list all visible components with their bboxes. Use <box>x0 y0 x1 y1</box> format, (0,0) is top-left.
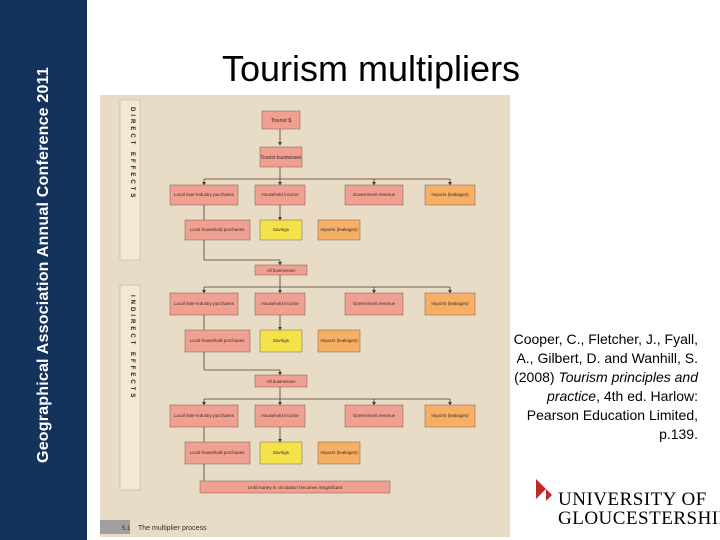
direct-savings-text: Savings <box>273 227 290 232</box>
indirect-sub-imports-text-2: Imports (leakages) <box>320 450 358 455</box>
indirect-interindustry-text-1: Local inter-industry purchases <box>174 301 235 306</box>
multiplier-diagram: Tourist $ Tourist businesses Local inter… <box>100 95 510 537</box>
indirect-subrow-2: Local household purchases Savings Import… <box>185 442 360 464</box>
slide-title: Tourism multipliers <box>222 48 520 90</box>
indirect-effects-label: INDIRECT EFFECTS <box>129 295 135 400</box>
indirect-government-text-1: Government revenue <box>353 301 396 306</box>
direct-subrow: Local household purchases Savings Import… <box>185 220 360 240</box>
direct-household-text: Household income <box>261 192 299 197</box>
direct-row: Local inter-industry purchases Household… <box>170 185 475 205</box>
indirect-savings-text-1: Savings <box>273 338 290 343</box>
sidebar: Geographical Association Annual Conferen… <box>0 0 87 540</box>
university-logo: UNIVERSITY OF GLOUCESTERSHIRE <box>530 477 715 532</box>
caption-text: The multiplier process <box>138 525 207 532</box>
indirect-local-household-text-2: Local household purchases <box>190 450 246 455</box>
indirect-savings-text-2: Savings <box>273 450 290 455</box>
until-insignificant-text: Until money in circulation becomes insig… <box>248 485 343 490</box>
direct-imports-text: Imports (leakages) <box>431 192 469 197</box>
all-businesses-text-2: All businesses <box>267 379 297 384</box>
indirect-subrow-1: Local household purchases Savings Import… <box>185 330 360 352</box>
sidebar-title: Geographical Association Annual Conferen… <box>35 67 53 463</box>
logo-line-2: GLOUCESTERSHIRE <box>558 508 720 530</box>
indirect-interindustry-text-2: Local inter-industry purchases <box>174 413 235 418</box>
direct-sub-imports-text: Imports (leakages) <box>320 227 358 232</box>
indirect-row-1: Local inter-industry purchases Household… <box>170 293 475 315</box>
caption-number: 5.1 <box>122 526 131 532</box>
indirect-household-text-2: Household income <box>261 413 299 418</box>
logo-icon <box>532 477 554 521</box>
indirect-sub-imports-text-1: Imports (leakages) <box>320 338 358 343</box>
direct-government-text: Government revenue <box>353 192 396 197</box>
indirect-imports-text-2: Imports (leakages) <box>431 413 469 418</box>
all-businesses-text-1: All businesses <box>267 268 297 273</box>
direct-interindustry-text: Local inter-industry purchases <box>174 192 235 197</box>
diagram-svg: Tourist $ Tourist businesses Local inter… <box>100 95 510 537</box>
indirect-government-text-2: Government revenue <box>353 413 396 418</box>
indirect-local-household-text-1: Local household purchases <box>190 338 246 343</box>
tourist-dollar-text: Tourist $ <box>271 118 292 124</box>
direct-effects-label: DIRECT EFFECTS <box>129 107 135 200</box>
indirect-row-2: Local inter-industry purchases Household… <box>170 405 475 427</box>
connector-lines <box>204 129 450 483</box>
tourist-businesses-text: Tourist businesses <box>260 155 302 161</box>
direct-local-household-text: Local household purchases <box>190 227 246 232</box>
indirect-household-text-1: Household income <box>261 301 299 306</box>
indirect-imports-text-1: Imports (leakages) <box>431 301 469 306</box>
citation: Cooper, C., Fletcher, J., Fyall, A., Gil… <box>508 330 698 444</box>
